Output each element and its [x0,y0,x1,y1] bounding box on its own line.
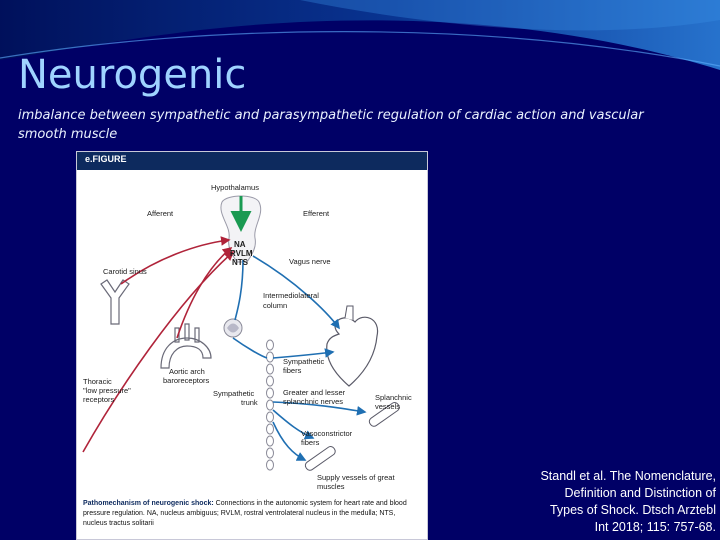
muscle-vessel-icon [304,445,337,472]
figure-caption: Pathomechanism of neurogenic shock: Conn… [83,499,421,529]
label-splanchnic-nerves-2: splanchnic nerves [283,397,343,406]
label-sympathetic-fibers-2: fibers [283,366,302,375]
label-vasoconstrictor-fibers: fibers [301,438,320,447]
label-hypothalamus: Hypothalamus [211,183,259,192]
label-sympathetic-trunk: Sympathetic [213,389,255,398]
citation-line-2: Definition and Distinction of [476,485,716,502]
label-supply-vessels: Supply vessels of great [317,473,395,482]
label-efferent: Efferent [303,209,330,218]
citation-line-3: Types of Shock. Dtsch Arztebl [476,502,716,519]
label-carotid-sinus: Carotid sinus [103,267,147,276]
citation-line-4: Int 2018; 115: 757-68. [476,519,716,536]
label-aortic-arch: Aortic arch [169,367,205,376]
label-vasoconstrictor: Vasoconstrictor [301,429,353,438]
neurogenic-diagram: Hypothalamus Afferent Efferent NA RVLM N… [77,152,428,497]
label-afferent: Afferent [147,209,174,218]
heart-icon [327,317,378,386]
sympathetic-trunk-chain [267,340,274,470]
label-intermediolateral-column: column [263,301,287,310]
label-intermediolateral: Intermediolateral [263,291,319,300]
label-rvlm: RVLM [230,249,253,258]
caption-title: Pathomechanism of neurogenic shock: [83,500,214,507]
figure-panel: e.FIGURE [76,151,428,540]
label-sympathetic-fibers: Sympathetic [283,357,325,366]
label-low-pressure: "low pressure" [83,386,131,395]
label-trunk: trunk [241,398,258,407]
slide-subtitle: imbalance between sympathetic and parasy… [18,106,658,144]
label-receptors: receptors [83,395,115,404]
label-muscles: muscles [317,482,345,491]
slide-title: Neurogenic [18,52,246,98]
aortic-arch-icon [161,324,211,368]
label-na: NA [234,240,246,249]
citation: Standl et al. The Nomenclature, Definiti… [476,468,716,536]
carotid-vessel-icon [101,280,129,324]
label-baroreceptors: baroreceptors [163,376,210,385]
label-splanchnic-vessels: Splanchnic [375,393,412,402]
label-thoracic: Thoracic [83,377,112,386]
citation-line-1: Standl et al. The Nomenclature, [476,468,716,485]
label-nts: NTS [232,258,249,267]
label-splanchnic-nerves: Greater and lesser [283,388,346,397]
label-vagus-nerve: Vagus nerve [289,257,331,266]
heart-vessel-icon [345,306,353,320]
label-vessels: vessels [375,402,400,411]
